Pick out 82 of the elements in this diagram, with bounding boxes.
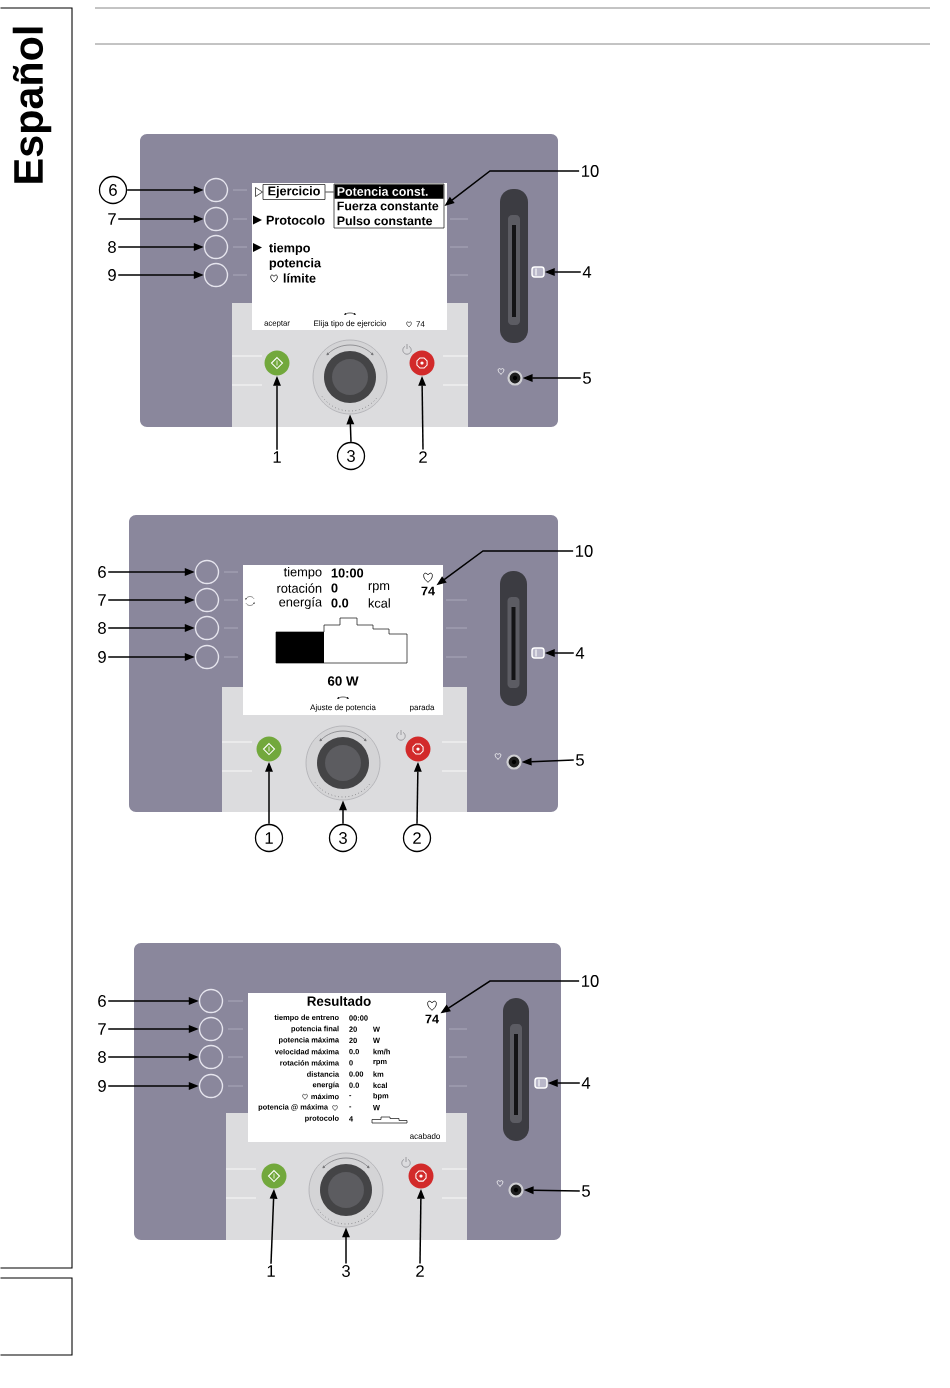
stop-button: [408, 1163, 434, 1189]
callout-number: 1: [273, 451, 281, 463]
sensor-socket: [506, 754, 522, 770]
callout-number: 6: [98, 995, 106, 1007]
card-icon: [531, 647, 545, 659]
callout-number: 10: [582, 975, 599, 987]
callout-number: 5: [582, 1185, 590, 1197]
menu-label: Protocolo: [266, 215, 325, 225]
card-icon: [534, 1077, 548, 1089]
field-value: 0: [331, 583, 338, 593]
callout-number: 3: [342, 1265, 350, 1277]
option-label: potencia: [269, 258, 322, 270]
callout-number: 7: [108, 213, 116, 225]
card-icon: [531, 266, 545, 278]
field-value: 10:00: [331, 568, 364, 578]
callout-number: 2: [419, 451, 427, 463]
field-label: energía: [279, 596, 323, 610]
callout-number: 10: [576, 545, 593, 557]
callout-number: 9: [98, 651, 106, 663]
stop-button: [409, 350, 435, 376]
callout-number: 9: [98, 1080, 106, 1092]
callout-number: 6: [98, 175, 128, 205]
start-button: [261, 1163, 287, 1189]
stop-button: [405, 736, 431, 762]
sensor-socket: [508, 1182, 524, 1198]
softkey-label: acabado: [410, 1133, 440, 1139]
field-label: rotación: [277, 583, 322, 593]
round-button: [194, 615, 220, 641]
callout-number: 8: [98, 1051, 106, 1063]
rotary-knob: [312, 339, 388, 415]
unit-label: rpm: [368, 583, 390, 593]
callout-number: 4: [581, 1077, 591, 1089]
callout-number: 7: [98, 1023, 106, 1035]
round-button: [203, 234, 229, 260]
callout-number: 9: [108, 269, 116, 281]
callout-number: 2: [416, 1265, 424, 1277]
callout-number: 4: [582, 266, 592, 278]
callout-number: 5: [576, 754, 584, 766]
option-label: tiempo: [269, 243, 310, 255]
start-button: [256, 736, 282, 762]
connector-line: [325, 191, 334, 193]
callout-number: 2: [402, 823, 432, 853]
callout-number: 1: [254, 823, 284, 853]
round-button: [203, 262, 229, 288]
callout-number: 1: [267, 1265, 275, 1277]
language-label: Español: [12, 27, 52, 183]
callout-number: 3: [336, 441, 366, 471]
callout-number: 3: [328, 823, 358, 853]
sensor-socket: [507, 370, 523, 386]
screen-title: Resultado: [307, 996, 371, 1006]
heart-rate-value: 74: [425, 1014, 439, 1024]
hint-text: Ajuste de potencia: [310, 704, 376, 712]
round-button: [198, 1073, 224, 1099]
rotary-knob: [308, 1152, 384, 1228]
round-button: [194, 587, 220, 613]
heart-rate-value: 74: [416, 321, 425, 327]
round-button: [198, 1016, 224, 1042]
unit-label: kcal: [368, 598, 390, 608]
callout-number: 4: [575, 647, 585, 659]
round-button: [203, 206, 229, 232]
field-value: 0.0: [331, 598, 349, 608]
callout-number: 6: [98, 566, 106, 578]
start-button: [264, 350, 290, 376]
callout-number: 5: [583, 372, 591, 384]
callout-number: 8: [98, 622, 106, 634]
callout-number: 10: [582, 165, 599, 177]
round-button: [194, 644, 220, 670]
menu-item: Pulso constante: [337, 216, 433, 226]
round-button: [194, 559, 220, 585]
field-label: tiempo: [283, 567, 322, 579]
heart-rate-value: 74: [421, 586, 435, 596]
callout-number: 7: [98, 594, 106, 606]
round-button: [198, 988, 224, 1014]
round-button: [198, 1044, 224, 1070]
rotary-knob: [305, 725, 381, 801]
softkey-label: parada: [410, 704, 435, 712]
power-value: 60 W: [327, 676, 359, 686]
round-button: [203, 177, 229, 203]
callout-number: 8: [108, 241, 116, 253]
hint-text: Elija tipo de ejercicio: [314, 320, 387, 328]
option-label: límite: [283, 273, 316, 283]
menu-item: Fuerza constante: [337, 201, 439, 211]
